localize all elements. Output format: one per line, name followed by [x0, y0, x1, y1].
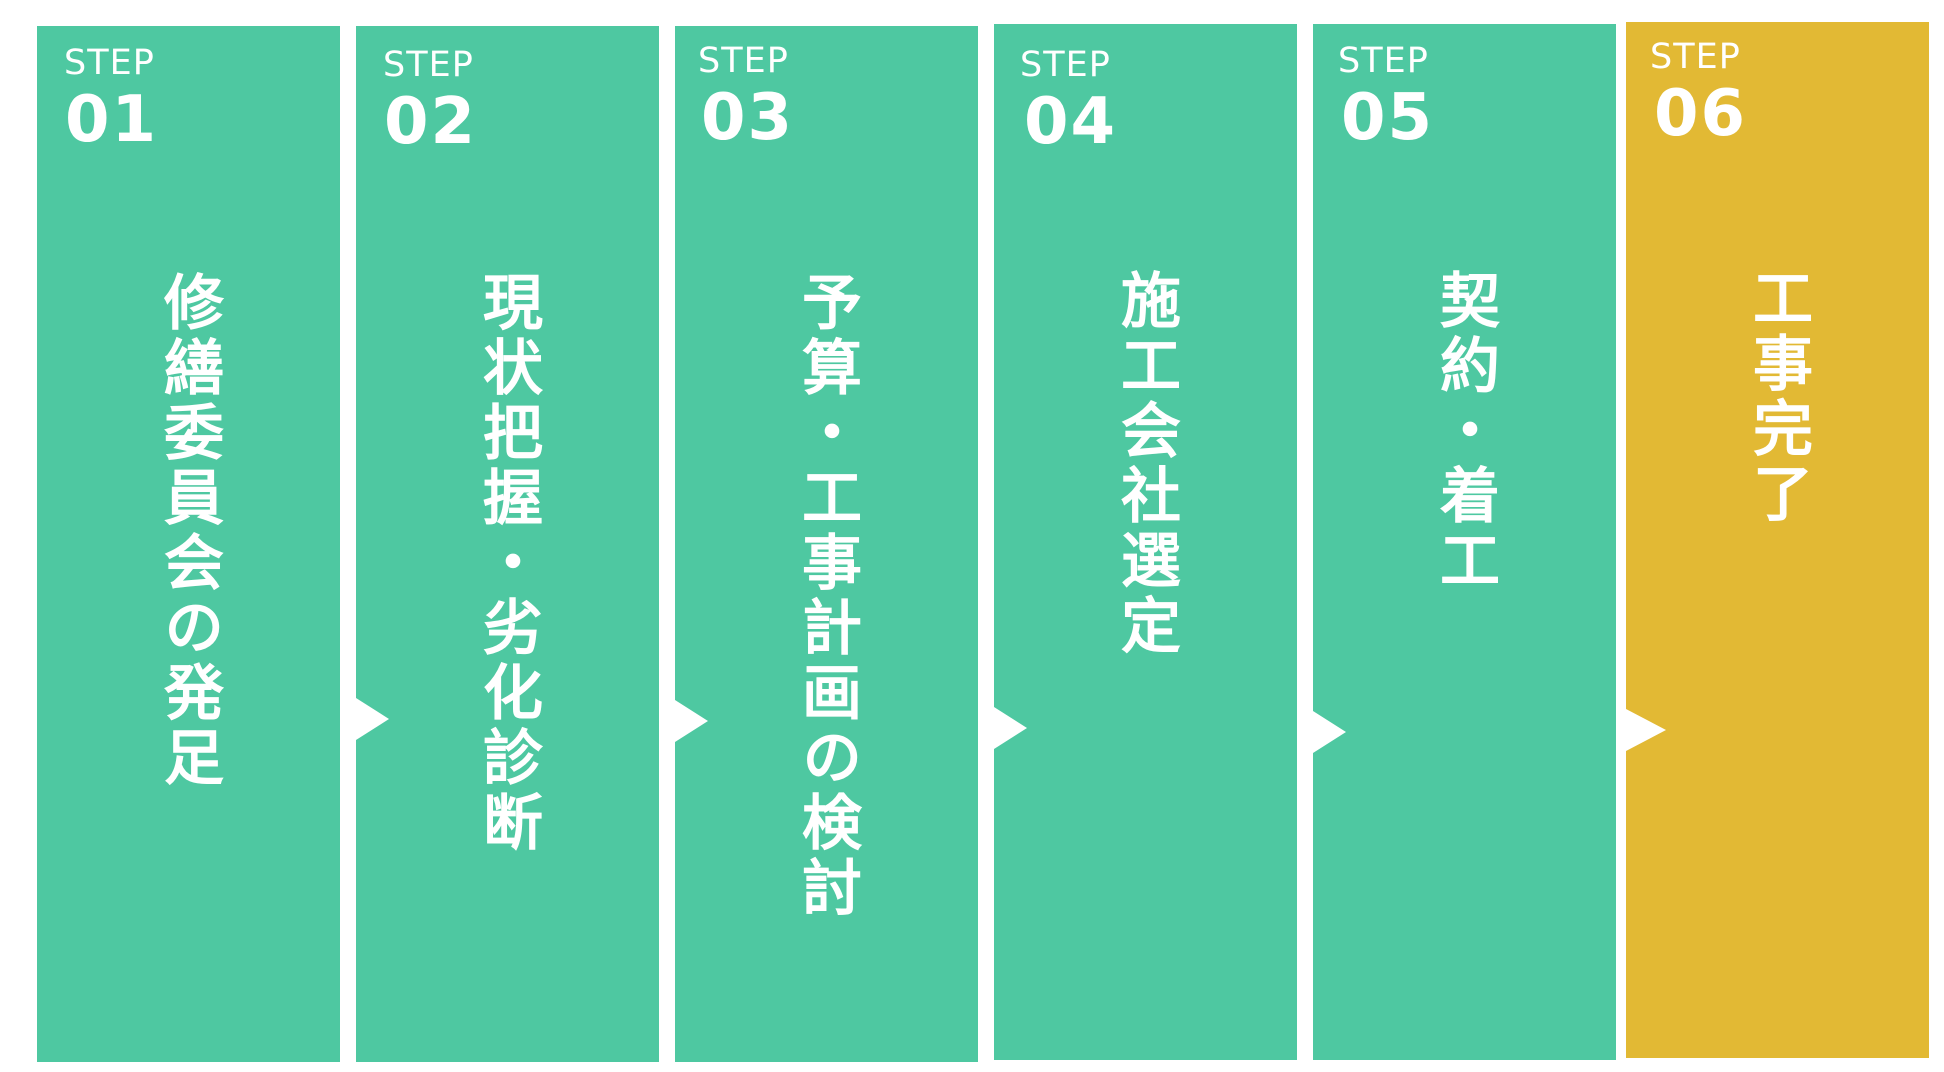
step-label: STEP — [698, 41, 789, 81]
step-03-card: STEP 03 予算・工事計画の検討 — [675, 26, 978, 1062]
step-05-card: STEP 05 契約・着工 — [1313, 24, 1616, 1060]
step-number: 04 — [1024, 85, 1118, 159]
arrow-notch-icon — [994, 707, 1027, 749]
arrow-notch-icon — [1313, 711, 1346, 753]
step-label: STEP — [64, 43, 155, 83]
step-number: 02 — [384, 85, 478, 159]
step-number: 05 — [1341, 81, 1435, 155]
step-label: STEP — [1020, 45, 1111, 85]
step-label: STEP — [383, 45, 474, 85]
step-title: 予算・工事計画の検討 — [791, 271, 862, 921]
step-number: 01 — [65, 83, 159, 157]
step-04-card: STEP 04 施工会社選定 — [994, 24, 1297, 1060]
step-title: 契約・着工 — [1429, 269, 1500, 594]
step-02-card: STEP 02 現状把握・劣化診断 — [356, 26, 659, 1062]
arrow-notch-icon — [1626, 709, 1666, 751]
arrow-notch-icon — [356, 698, 389, 740]
step-number: 03 — [701, 81, 795, 155]
step-title: 現状把握・劣化診断 — [472, 271, 543, 856]
step-number: 06 — [1654, 77, 1748, 151]
arrow-notch-icon — [675, 700, 708, 742]
step-title: 修繕委員会の発足 — [153, 271, 224, 791]
step-01-card: STEP 01 修繕委員会の発足 — [37, 26, 340, 1062]
step-label: STEP — [1338, 41, 1429, 81]
step-06-card: STEP 06 工事完了 — [1626, 22, 1929, 1058]
step-title: 工事完了 — [1742, 267, 1813, 527]
step-title: 施工会社選定 — [1110, 269, 1181, 659]
step-label: STEP — [1650, 37, 1741, 77]
